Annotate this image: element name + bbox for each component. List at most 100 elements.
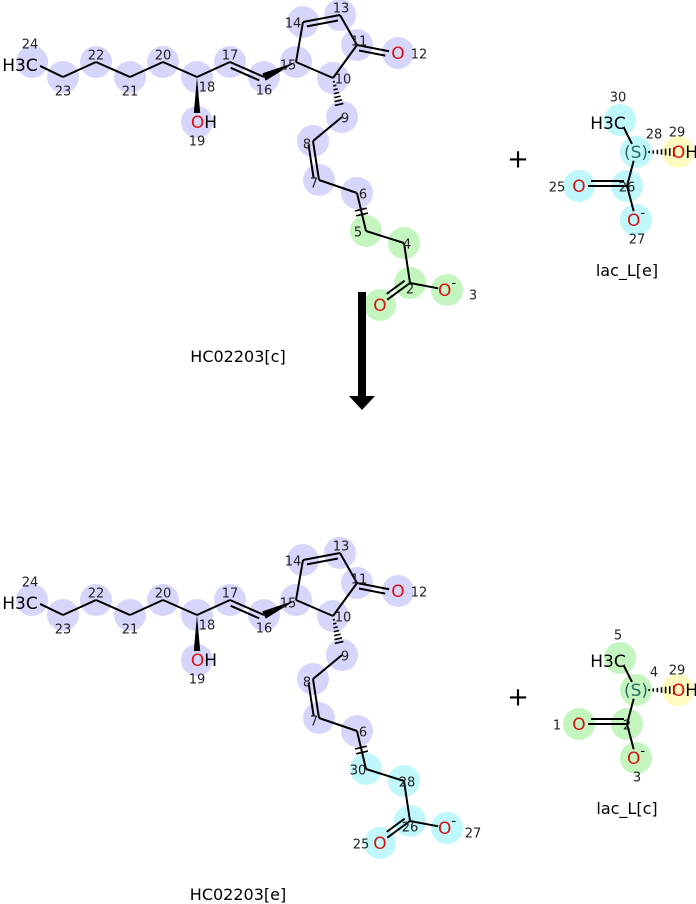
atom-number: 30 <box>350 764 367 779</box>
atom-number: 27 <box>629 233 646 248</box>
bond <box>333 95 341 99</box>
atom-number: 13 <box>333 540 350 555</box>
atom-number: 23 <box>55 623 72 638</box>
reaction-arrow <box>349 292 375 410</box>
atom-highlight <box>364 827 396 859</box>
bond <box>332 84 337 87</box>
atom-number: 1 <box>553 719 561 734</box>
atom-number: 6 <box>359 726 367 741</box>
methyl-label: H3C <box>2 56 37 76</box>
atom-number: 22 <box>88 587 105 602</box>
atom-number: 14 <box>285 17 302 32</box>
wedge-bond <box>262 62 296 81</box>
bond <box>386 279 406 295</box>
bond <box>333 91 340 95</box>
methyl-label: H3C <box>590 114 625 134</box>
atom-number: 21 <box>122 85 139 100</box>
oxygen-label: O <box>391 582 404 602</box>
bond <box>358 587 386 595</box>
atom-number: 28 <box>646 128 663 143</box>
bond <box>196 61 231 78</box>
atom-number: 10 <box>335 73 352 88</box>
atom-number: 4 <box>650 666 658 681</box>
bond <box>339 552 358 584</box>
bond <box>333 629 340 633</box>
atom-number: 26 <box>402 821 419 836</box>
stereo-label: (S) <box>624 143 648 163</box>
bond <box>95 61 131 78</box>
bond <box>312 654 343 680</box>
atom-highlight <box>563 170 595 202</box>
oxygen-label: O <box>373 834 386 854</box>
bond <box>356 750 369 755</box>
bond <box>295 599 334 617</box>
atom-number: 20 <box>155 587 172 602</box>
bond <box>39 603 64 616</box>
bond <box>62 61 97 78</box>
bond <box>332 622 337 625</box>
bond <box>623 127 633 145</box>
atom-number: 4 <box>403 238 411 253</box>
bond <box>229 599 265 616</box>
stereo-label: (S) <box>624 681 648 701</box>
bond <box>386 282 411 301</box>
atom-number: 18 <box>199 81 216 96</box>
atom-number: 28 <box>399 776 416 791</box>
bond <box>334 637 343 641</box>
atom-number: 13 <box>333 2 350 17</box>
atom-number: 7 <box>310 177 318 192</box>
atom-highlight <box>563 708 595 740</box>
atom-number: 25 <box>549 181 566 196</box>
bond <box>365 768 405 782</box>
atom-highlight <box>181 106 213 138</box>
atom-number: 19 <box>189 673 206 688</box>
substrate-name-hc02203: HC02203[c] <box>190 347 285 366</box>
bond <box>312 678 320 719</box>
bond-layer <box>39 14 675 839</box>
bond <box>626 698 635 725</box>
atom-number: 19 <box>189 135 206 150</box>
bond <box>295 61 334 79</box>
bond <box>626 723 635 750</box>
bond <box>295 559 304 601</box>
bond <box>306 557 339 566</box>
atom-number: 3 <box>633 771 641 786</box>
bond <box>332 44 358 79</box>
atom-number: 7 <box>310 715 318 730</box>
hydroxyl-label: OH <box>672 143 696 163</box>
atom-highlight <box>382 575 414 607</box>
atom-highlight <box>604 642 636 674</box>
bond <box>409 282 439 290</box>
atom-number: 8 <box>303 138 311 153</box>
bond <box>403 242 411 284</box>
atom-number: 26 <box>619 181 636 196</box>
atom-highlight <box>620 742 652 774</box>
atom-number: 12 <box>411 586 428 601</box>
atom-number: 2 <box>406 283 414 298</box>
bond <box>295 21 304 63</box>
atom-number: 14 <box>285 555 302 570</box>
bond <box>229 61 265 78</box>
bond <box>333 88 338 91</box>
methyl-label: H3C <box>2 594 37 614</box>
atom-number: 17 <box>222 587 239 602</box>
atom-number: 21 <box>122 623 139 638</box>
atom-number: 8 <box>303 676 311 691</box>
atom-number: 16 <box>256 622 273 637</box>
atom-number: 30 <box>610 91 627 106</box>
bond <box>356 212 369 217</box>
atom-number: 6 <box>359 188 367 203</box>
bond <box>356 730 367 770</box>
oxygen-label: O <box>572 177 585 197</box>
product-name-lac: lac_L[c] <box>596 799 657 819</box>
atom-number: 17 <box>222 49 239 64</box>
bond <box>302 14 341 23</box>
atom-highlight <box>364 289 396 321</box>
atom-number: 23 <box>55 85 72 100</box>
bond <box>129 599 164 616</box>
bond <box>333 633 341 637</box>
bond <box>623 665 633 683</box>
wedge-bond <box>193 615 201 651</box>
bond <box>386 817 406 833</box>
